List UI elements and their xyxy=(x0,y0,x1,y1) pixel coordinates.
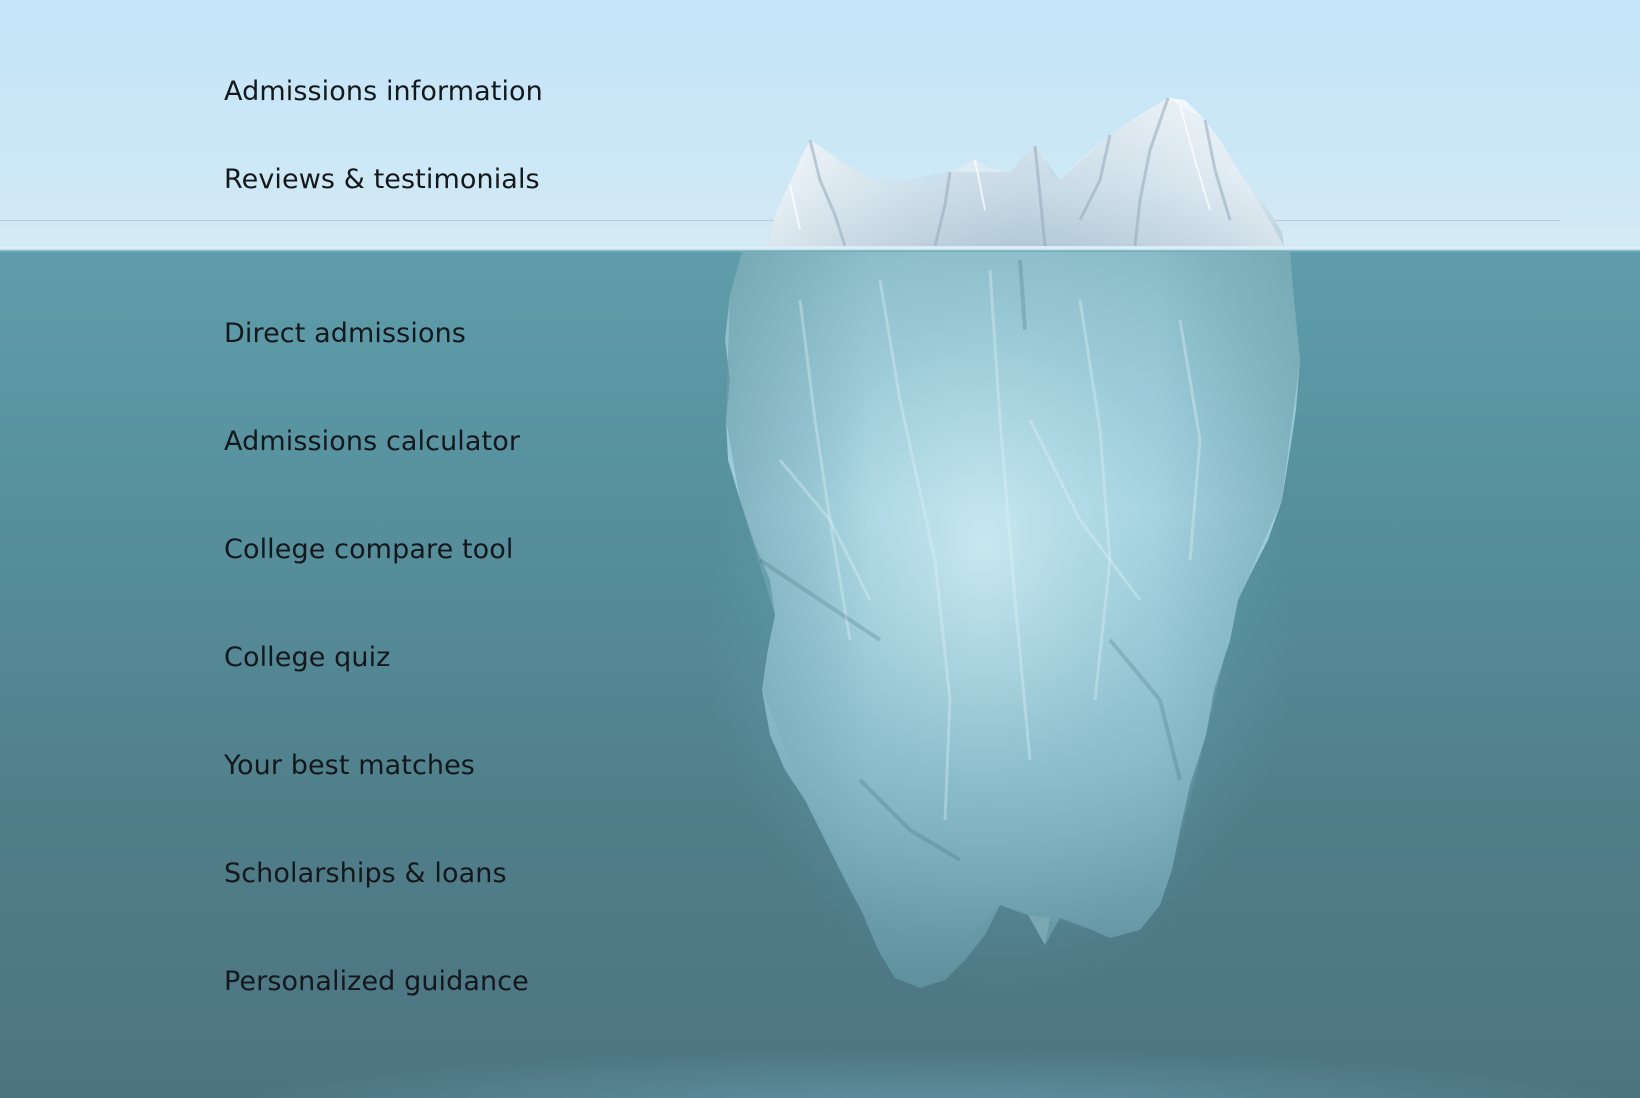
water-surface xyxy=(0,247,1640,252)
iceberg-tip xyxy=(768,97,1284,247)
item-admissions-calculator: Admissions calculator xyxy=(224,426,521,457)
item-scholarships-loans: Scholarships & loans xyxy=(224,858,507,889)
iceberg-underwater xyxy=(725,252,1300,988)
item-personalized-guidance: Personalized guidance xyxy=(224,966,529,997)
water-glow xyxy=(0,1008,1640,1098)
item-college-compare-tool: College compare tool xyxy=(224,534,514,565)
item-college-quiz: College quiz xyxy=(224,642,391,673)
item-direct-admissions: Direct admissions xyxy=(224,318,466,349)
item-your-best-matches: Your best matches xyxy=(224,750,475,781)
item-reviews-testimonials: Reviews & testimonials xyxy=(224,164,540,195)
item-admissions-information: Admissions information xyxy=(224,76,543,107)
